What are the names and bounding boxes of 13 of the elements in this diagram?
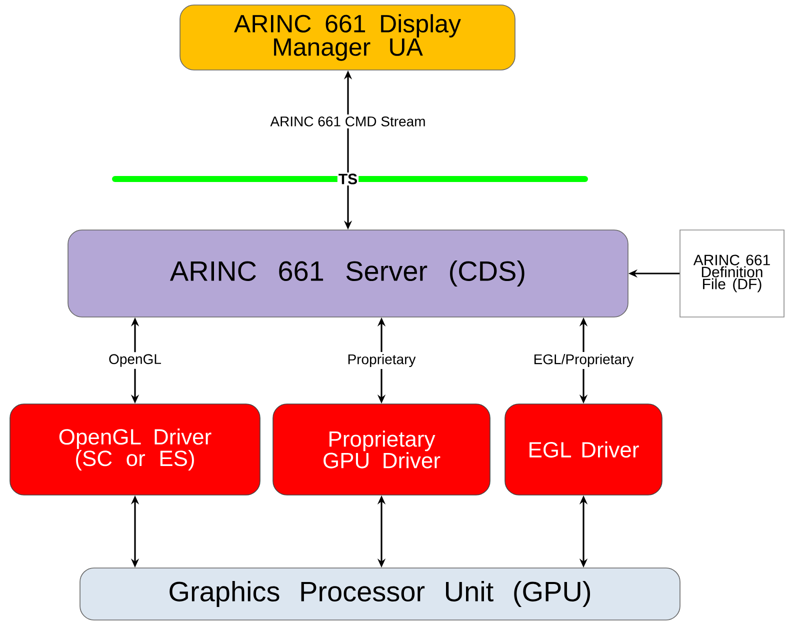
driver-box: EGL Driver: [504, 404, 662, 496]
edge-label: OpenGL: [106, 352, 164, 369]
driver-box: Proprietary GPU Driver: [272, 404, 490, 496]
driver-box: OpenGL Driver (SC or ES): [10, 404, 260, 496]
server-box: ARINC 661 Server (CDS): [68, 230, 628, 318]
edge-label: EGL/Proprietary: [531, 352, 636, 370]
display-manager-box: ARINC 661 Display Manager UA: [180, 4, 516, 70]
edge-label: Proprietary: [345, 352, 418, 370]
ts-band: TS: [112, 172, 588, 186]
node-label: TS: [338, 174, 357, 184]
gpu-box: Graphics Processor Unit (GPU): [80, 568, 680, 620]
definition-file-box: ARINC 661 Definition File (DF): [680, 230, 784, 318]
edge-label: ARINC 661 CMD Stream: [268, 114, 428, 128]
